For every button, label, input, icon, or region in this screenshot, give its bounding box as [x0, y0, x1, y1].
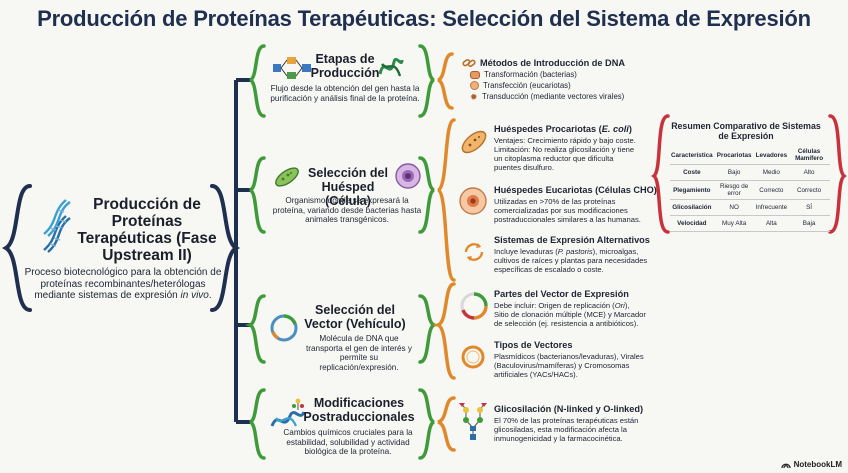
table-header-cell: Células Mamífero	[788, 146, 830, 165]
table-cell: Medio	[755, 165, 789, 181]
table-row-header: Coste	[670, 165, 714, 181]
table-cell: Riesgo de error	[714, 181, 755, 200]
section-desc-etapas: Flujo desde la obtención del gen hasta l…	[270, 84, 420, 103]
main-node-title: Producción de Proteínas Terapéuticas (Fa…	[38, 196, 228, 264]
table-cell: Bajo	[714, 165, 755, 181]
detail-title-metodos: Métodos de Introducción de DNA	[480, 58, 625, 68]
table-header-row: Característica Procariotas Levadores Cél…	[670, 146, 830, 165]
ring-vector-icon	[460, 344, 486, 370]
table-cell: Correcto	[755, 181, 789, 200]
section-desc-modificaciones: Cambios químicos cruciales para la estab…	[274, 428, 422, 457]
table-cell: Baja	[788, 216, 830, 232]
methods-list: Transformación (bacterias) Transfección …	[470, 69, 624, 102]
virus-icon: ✹	[470, 93, 478, 101]
table-cell: Alta	[755, 216, 789, 232]
section-title-modificaciones: Modificaciones Postraduccionales	[296, 396, 422, 424]
table-row: Plegamiento Riesgo de error Correcto Cor…	[670, 181, 830, 200]
vesicle-icon	[470, 81, 479, 90]
vector-parts-icon	[458, 290, 490, 322]
table-row: Velocidad Muy Alta Alta Baja	[670, 216, 830, 232]
plasmid-vector-icon	[268, 312, 300, 344]
detail-desc-procariotas: Ventajes: Crecimiento rápido y bajo cost…	[494, 136, 642, 172]
detail-title-alternativos: Sistemas de Expresión Alternativos	[494, 235, 650, 245]
notebook-logo-icon	[781, 461, 791, 469]
list-item: Transformación (bacterias)	[470, 69, 624, 80]
table-cell: Muy Alta	[714, 216, 755, 232]
table-header-cell: Característica	[670, 146, 714, 165]
table-cell: Infrecuente	[755, 200, 789, 216]
table-header-cell: Procariotas	[714, 146, 755, 165]
detail-desc-tipos: Plasmídicos (bacterianos/levaduras), Vir…	[494, 352, 648, 379]
section-desc-vector: Molécula de DNA que transporta el gen de…	[300, 334, 418, 372]
bacterium-icon	[272, 162, 302, 192]
table-cell: SÍ	[788, 200, 830, 216]
ecoli-icon	[458, 126, 490, 158]
table-row-header: Glicosilación	[670, 200, 714, 216]
table-row-header: Velocidad	[670, 216, 714, 232]
table-row-header: Plegamiento	[670, 181, 714, 200]
link-icon	[462, 56, 476, 70]
detail-title-partes: Partes del Vector de Expresión	[494, 289, 629, 299]
plasmid-icon	[470, 71, 480, 79]
refresh-cycle-icon	[462, 240, 486, 264]
detail-desc-alternativos: Incluye levaduras (P. pastoris), microal…	[494, 247, 648, 274]
comparison-title: Resumen Comparativo de Sistemas de Expre…	[668, 121, 824, 141]
detail-title-procariotas: Huéspedes Procariotas (E. coli)	[494, 124, 632, 134]
list-item: ✹Transducción (mediante vectores virales…	[470, 91, 624, 102]
detail-title-glicosilacion: Glicosilación (N-linked y O-linked)	[494, 404, 643, 414]
brand-badge: NotebookLM	[781, 460, 842, 469]
mammalian-cell-icon	[458, 186, 488, 216]
detail-desc-eucariotas: Utilizadas en >70% de las proteínas come…	[494, 197, 648, 224]
comparison-table: Característica Procariotas Levadores Cél…	[670, 146, 830, 232]
detail-desc-glicosilacion: El 70% de las proteínas terapéuticas est…	[494, 416, 644, 443]
table-row: Glicosilación NO Infrecuente SÍ	[670, 200, 830, 216]
section-title-vector: Selección del Vector (Vehículo)	[300, 303, 410, 331]
detail-title-eucariotas: Huéspedes Eucariotas (Células CHO)	[494, 185, 657, 195]
section-desc-huesped: Organismo donde se expresará la proteína…	[272, 196, 422, 225]
table-cell: NO	[714, 200, 755, 216]
detail-desc-partes: Debe incluir: Origen de replicación (Ori…	[494, 301, 646, 328]
brand-label: NotebookLM	[794, 460, 842, 469]
protein-structure-icon	[376, 52, 406, 82]
detail-title-tipos: Tipos de Vectores	[494, 340, 572, 350]
table-cell: Correcto	[788, 181, 830, 200]
table-row: Coste Bajo Medio Alto	[670, 165, 830, 181]
main-node-description: Proceso biotecnológico para la obtención…	[24, 267, 222, 302]
cell-icon	[394, 162, 422, 190]
table-cell: Alto	[788, 165, 830, 181]
list-item: Transfección (eucariotas)	[470, 80, 624, 91]
glycan-tree-icon	[458, 402, 488, 442]
table-header-cell: Levadores	[755, 146, 789, 165]
